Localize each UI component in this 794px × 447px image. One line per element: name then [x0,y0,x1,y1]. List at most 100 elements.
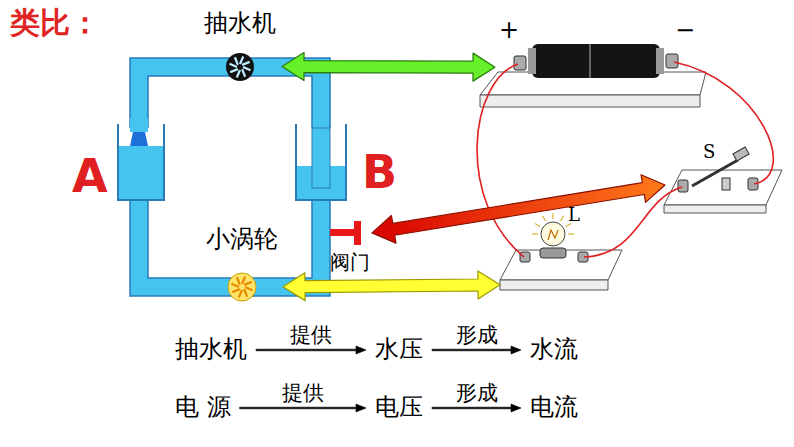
pipe [130,118,148,132]
flow-arrow [256,346,366,354]
battery-board-front [480,95,700,107]
flow-arrow [240,404,366,412]
pump-blade [237,70,240,78]
term-text: 电 源 [175,394,231,422]
lamp-base [540,248,566,258]
switch-board-front [664,205,766,213]
valve-handle [354,221,361,245]
title: 类比： [10,6,100,41]
container-wall [118,124,164,200]
terminal [520,252,530,262]
arrow-label: 形成 [456,323,498,347]
term-box: 电 源 [172,392,234,424]
turbine-blade [244,282,252,285]
analogy-arrow [282,53,495,82]
wire [674,62,773,184]
pump-blade [242,69,245,77]
part-label: 抽水机 [204,10,276,38]
turbine-blade [239,290,242,298]
lamp-ray [553,213,554,219]
pipe [312,128,330,188]
pump-blade [235,57,238,65]
water-drip [130,132,148,146]
part-label: + [499,17,519,45]
container-a [118,118,164,200]
container-label: B [362,146,397,199]
lamp-ray [568,234,574,235]
container-wall [296,124,346,200]
valve-stem [330,229,356,236]
lamp-ray [561,216,564,221]
container-water [118,146,164,200]
pipe [312,58,330,188]
lamp-symbol [500,222,622,290]
battery-cap [656,48,664,74]
term-text: 水流 [530,336,578,364]
term-text: 电压 [375,394,423,422]
arrow-label: 形成 [456,381,498,405]
term-box: 电流 [527,392,581,424]
pump-blade [243,67,251,70]
lamp-rays [532,213,574,234]
turbine-blade [231,284,239,287]
wires [477,62,773,257]
switch-handle [733,147,749,161]
valve-node: 阀门 [328,220,372,276]
analogy-arrow [283,271,500,301]
arrow-label: 提供 [282,381,324,405]
pump-body [226,53,254,81]
turbine-blade [237,277,240,285]
lamp-board-front [500,280,608,290]
terminal [666,54,678,68]
valve-symbol [330,221,361,245]
battery-symbol [480,44,706,107]
container-label: A [72,150,108,203]
part-label: 阀门 [330,251,370,274]
lamp-ray [535,224,540,227]
flow-arrow [432,346,521,354]
term-text: 电流 [530,394,578,422]
pump-node: 抽水机 [198,8,282,85]
term-box: 水压 [372,334,426,366]
terminal [678,180,688,192]
turbine-body [228,273,256,301]
battery-body [532,44,660,78]
lamp-bulb [541,222,565,246]
lamp-ray [543,216,546,221]
part-label: L [568,205,580,226]
pump-symbol [226,53,254,81]
term-box: 抽水机 [172,334,250,366]
arrow-label: 提供 [290,323,332,347]
switch-blade [692,160,738,186]
term-text: 抽水机 [175,336,247,364]
connectors [240,53,665,412]
turbine-node: 小涡轮 [201,226,283,304]
battery-node: +− [495,15,700,105]
turbine-blade [245,287,253,290]
turbine-blade [232,289,240,292]
turbine-blade [244,289,247,297]
cell-join [589,44,591,78]
lamp-node: L [500,205,625,300]
terminal [514,56,526,70]
lamp-ray [532,234,538,235]
part-label: 小涡轮 [206,226,278,254]
term-text: 水压 [375,336,423,364]
pump-blade [240,56,243,64]
term-box: 电压 [372,392,426,424]
analogy-arrow [372,175,665,243]
pump-blade [229,64,237,67]
term-box: 水流 [527,334,581,366]
part-label: S [703,142,715,163]
turbine-symbol [228,273,256,301]
container-b [296,124,346,200]
flow-arrow [432,404,521,412]
lamp-filament [548,230,558,240]
part-label: − [675,17,695,45]
switch-clip [722,178,730,190]
turbine-blade [242,276,245,284]
pump-blade [242,62,250,65]
pump-blade [230,69,238,72]
